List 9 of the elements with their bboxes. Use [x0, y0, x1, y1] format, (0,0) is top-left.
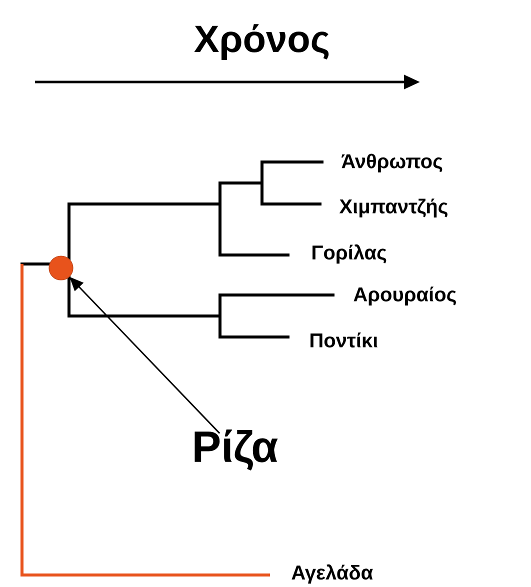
species-label: Ποντίκι — [310, 332, 378, 348]
species-label: Αγελάδα — [292, 564, 373, 584]
species-label: Γορίλας — [312, 244, 386, 264]
title: Χρόνος — [194, 24, 329, 60]
species-label: Αρουραίος — [354, 286, 456, 306]
root-label: Ρίζα — [194, 430, 278, 470]
species-label: Χιμπαντζής — [339, 198, 448, 218]
species-label: Άνθρωπος — [342, 154, 442, 172]
root-node — [48, 256, 74, 280]
